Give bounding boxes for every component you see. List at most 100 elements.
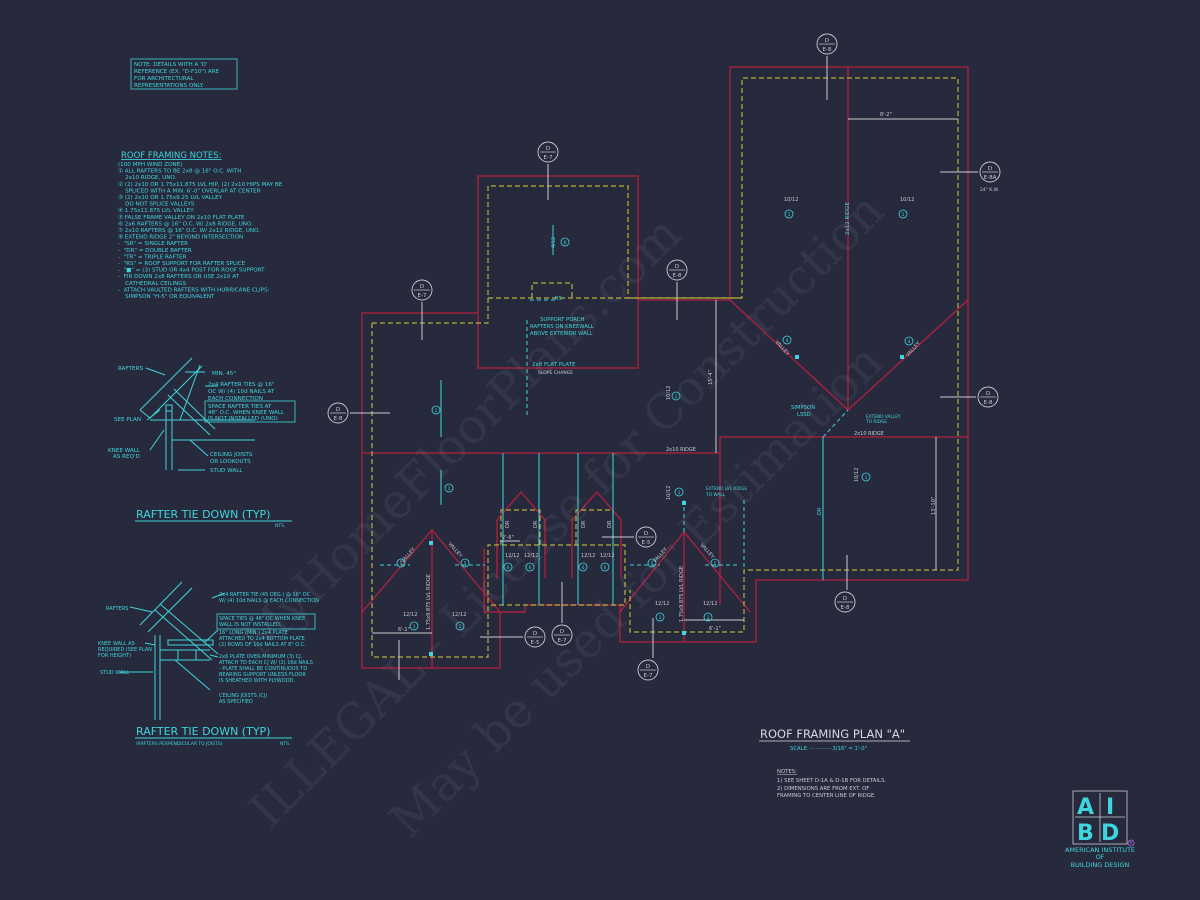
framing-note-line: - "TR" = TRIPLE RAFTER: [118, 254, 187, 260]
section-markers: DE-8DE-7DE-7DE-8DE-8ADE-8DE-8DE-5DE-5DE-…: [327, 33, 1001, 681]
section-marker-top: D: [644, 531, 648, 537]
callout-number: 5: [714, 561, 717, 567]
label: ATTACHED TO 2x4 BOTTOM PLATE: [219, 636, 305, 642]
detail-title: RAFTER TIE DOWN (TYP): [136, 508, 270, 521]
ridge-label: 2x12 RIDGE: [845, 202, 851, 235]
callout-number: 4: [908, 339, 911, 345]
label: IS SHEATHED WITH PLYWOOD.: [219, 678, 295, 684]
callout-number: 1: [659, 615, 662, 621]
label: (2) ROWS OF 10d NAILS AT 8" O.C.: [219, 642, 306, 648]
support-note: SUPPORT PORCH: [540, 317, 584, 323]
dr-label: DR: [817, 507, 823, 515]
label: AS SPECIFIED: [219, 699, 253, 705]
callout-number: 5: [400, 561, 403, 567]
callout-number: 6: [582, 565, 585, 571]
framing-note-line: ① ALL RAFTERS TO BE 2x8 @ 16" O.C. WITH: [118, 168, 241, 175]
label: REQUIRED (SEE PLAN: [98, 647, 152, 653]
section-marker[interactable]: DE-8: [327, 402, 349, 424]
pitch-label: 12/12: [581, 553, 595, 559]
plan-title-block: ROOF FRAMING PLAN "A" SCALE: ···········…: [759, 727, 910, 799]
label: OC W/ (4) 10d NAILS AT: [208, 389, 275, 395]
label: SPACE TIES @ 48" OC WHEN KNEE: [219, 616, 305, 622]
label: (RAFTERS PERPENDICULAR TO JOISTS): [136, 741, 223, 747]
framing-note-line: 2x10 RIDGE, UNO.: [118, 175, 177, 181]
aibd-logo: A I B D R AMERICAN INSTITUTE OF BUILDING…: [1065, 790, 1135, 869]
section-marker-top: D: [986, 391, 990, 397]
extend-lvl-label: EXTEND LVL RIDGE: [706, 486, 747, 492]
dr-label: DR: [533, 520, 539, 528]
simpson-label: LSSD: [797, 412, 811, 418]
framing-note-line: (100 MPH WIND ZONE): [118, 162, 182, 168]
section-marker-bottom: E-7: [558, 638, 567, 644]
rafter-lines: [380, 225, 904, 656]
pitch-label: 10/12: [854, 468, 860, 482]
callout-number: 6: [604, 565, 607, 571]
section-marker[interactable]: DE-7: [411, 279, 433, 301]
section-marker[interactable]: DE-8: [816, 33, 838, 55]
plan-title: ROOF FRAMING PLAN "A": [760, 727, 905, 741]
label: AS REQ'D: [113, 454, 140, 460]
label: 48" O.C. WHEN KNEE WALL: [208, 410, 285, 416]
dimension-lines: [350, 56, 978, 680]
logo-letter: D: [1101, 821, 1119, 846]
section-marker-top: D: [843, 596, 847, 602]
note-line: REPRESENTATIONS ONLY.: [134, 83, 204, 89]
rafter-tie-down-detail-2: RAFTERS 2x4 RAFTER TIE (45 DEG.) @ 16" O…: [98, 581, 319, 747]
plan-note: FRAMING TO CENTER LINE OF RIDGE.: [777, 793, 876, 799]
callout-number: 1: [459, 624, 462, 630]
section-marker-bottom: E-8: [984, 400, 993, 406]
note-line: REFERENCE (EX. "D-F10") ARE: [134, 69, 220, 75]
callout-number: 5: [464, 561, 467, 567]
label: BEARING SUPPORT UNLESS FLOOR: [219, 672, 306, 678]
framing-note-line: - FIR DOWN 2x8 RAFTERS OR USE 2x10 AT: [118, 274, 239, 280]
section-marker-bottom: E-7: [418, 293, 427, 299]
section-marker[interactable]: DE-5: [635, 526, 657, 548]
section-marker[interactable]: DE-8: [666, 259, 688, 281]
extend-valley-label: TO RIDGE: [865, 419, 887, 425]
logo-name: AMERICAN INSTITUTE: [1065, 846, 1135, 854]
callout-number: 1: [678, 490, 681, 496]
registered-mark: R: [1130, 841, 1133, 846]
detail-title: RAFTER TIE DOWN (TYP): [136, 725, 270, 738]
section-marker-top: D: [560, 629, 564, 635]
dr-label: DR: [607, 520, 613, 528]
framing-note-line: ⑦ 2x10 RAFTERS @ 16" O.C. W/ 2x12 RIDGE,…: [118, 227, 260, 234]
framing-note-line: ③ (2) 2x10 OR 1.75x9.25 LVL VALLEY.: [118, 194, 223, 201]
extend-lvl-label: TO WALL: [705, 492, 726, 498]
section-marker-top: D: [533, 631, 537, 637]
pitch-label: 10/12: [666, 386, 672, 400]
section-marker[interactable]: DE-7: [637, 659, 659, 681]
framing-note-line: ② (2) 2x10 OR 1.75x11.875 LVL HIP, (2) 2…: [118, 181, 283, 188]
plan-note: 1) SEE SHEET D-1A & D-1B FOR DETAILS.: [777, 778, 886, 784]
label: W/ (4) 10d NAILS @ EACH CONNECTION: [219, 598, 319, 604]
section-marker[interactable]: D E-8: [977, 386, 999, 408]
notes-title: NOTES:: [777, 769, 797, 775]
callout-number: 6: [564, 240, 567, 246]
pitch-label: 12/12: [452, 612, 466, 618]
pitch-label: 10/12: [784, 197, 798, 203]
lvl-ridge-label: 1.75x9.875 LVL RIDGE: [679, 566, 685, 622]
framing-note-line: DO NOT SPLICE VALLEYS: [118, 202, 195, 208]
framing-note-line: SIMPSON "H-5" OR EQUIVALENT: [118, 294, 215, 300]
section-marker-top: D: [546, 146, 550, 152]
callout-number: 4: [786, 338, 789, 344]
section-marker[interactable]: D E-7: [551, 624, 573, 646]
plan-note: 2) DIMENSIONS ARE FROM EXT. OF: [777, 786, 869, 792]
section-marker[interactable]: DE-8: [834, 591, 856, 613]
section-marker[interactable]: DE-7: [537, 141, 559, 163]
label: 16" LONG (MIN.) 2x4 PLATE: [219, 630, 288, 636]
section-marker[interactable]: DE-5: [524, 626, 546, 648]
section-marker-bottom: E-7: [644, 673, 653, 679]
section-marker[interactable]: DE-8A: [979, 161, 1001, 183]
label: STUD WALL: [100, 670, 129, 676]
flat-plate-label: 2x8 FLAT PLATE: [532, 362, 576, 368]
section-marker-top: D: [336, 407, 340, 413]
logo-letter: B: [1077, 821, 1094, 846]
callout-number: 6: [529, 565, 532, 571]
valley-label: VALLEY: [400, 546, 417, 564]
label: STUD WALL: [210, 468, 243, 474]
label: - PLATE SHALL BE CONTINUOUS TO: [219, 666, 307, 672]
label: 2x6 PLATE OVER MINIMUM (3) CJ.: [219, 654, 303, 660]
label: CEILING JOISTS: [210, 452, 253, 458]
